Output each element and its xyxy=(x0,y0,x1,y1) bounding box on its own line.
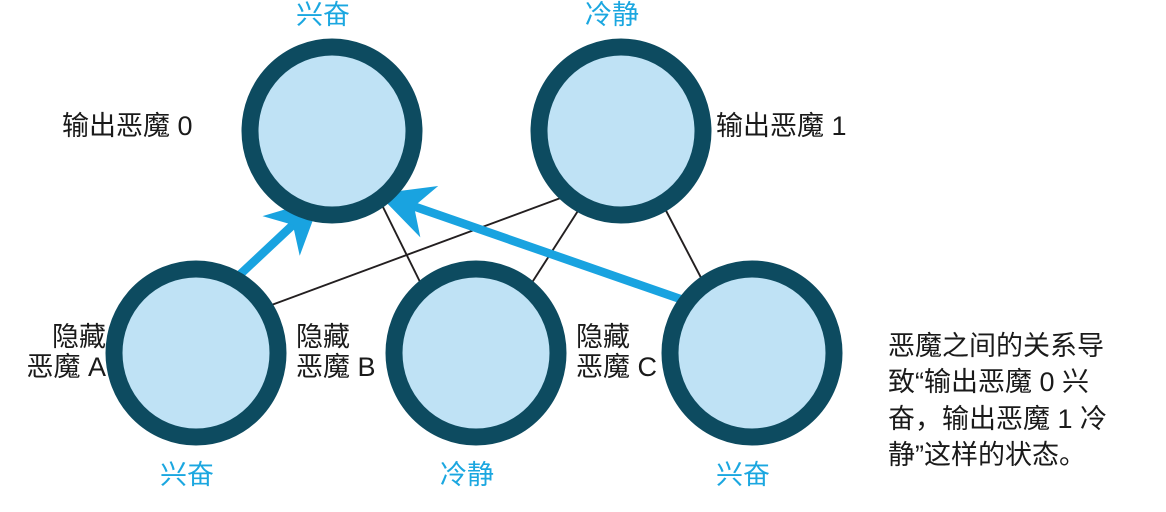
state-label-out1: 冷静 xyxy=(585,0,639,30)
node-hidA[interactable] xyxy=(105,260,287,446)
state-label-hidB: 冷静 xyxy=(440,460,494,490)
node-out0[interactable] xyxy=(241,38,423,224)
node-hidB[interactable] xyxy=(385,260,567,446)
name-label-out0: 输出恶魔 0 xyxy=(62,111,193,141)
name-label-out1: 输出恶魔 1 xyxy=(716,111,847,141)
state-label-out0: 兴奋 xyxy=(296,0,350,30)
edge-hidA-out0-arrow xyxy=(229,198,321,286)
edge-hidC-out0-arrow xyxy=(377,186,714,315)
edge-hidB-out1 xyxy=(523,202,584,296)
state-label-hidA: 兴奋 xyxy=(160,460,214,490)
node-out1[interactable] xyxy=(530,38,712,224)
name-label-hidA: 隐藏 恶魔 A xyxy=(26,322,106,383)
name-label-hidC: 隐藏 恶魔 C xyxy=(576,322,657,383)
node-hidC[interactable] xyxy=(661,260,843,446)
edge-hidA-out1 xyxy=(257,195,567,311)
state-label-hidC: 兴奋 xyxy=(716,460,770,490)
name-label-hidB: 隐藏 恶魔 B xyxy=(296,322,376,383)
caption-text: 恶魔之间的关系导 致“输出恶魔 0 兴 奋，输出恶魔 1 冷 静”这样的状态。 xyxy=(888,331,1108,471)
